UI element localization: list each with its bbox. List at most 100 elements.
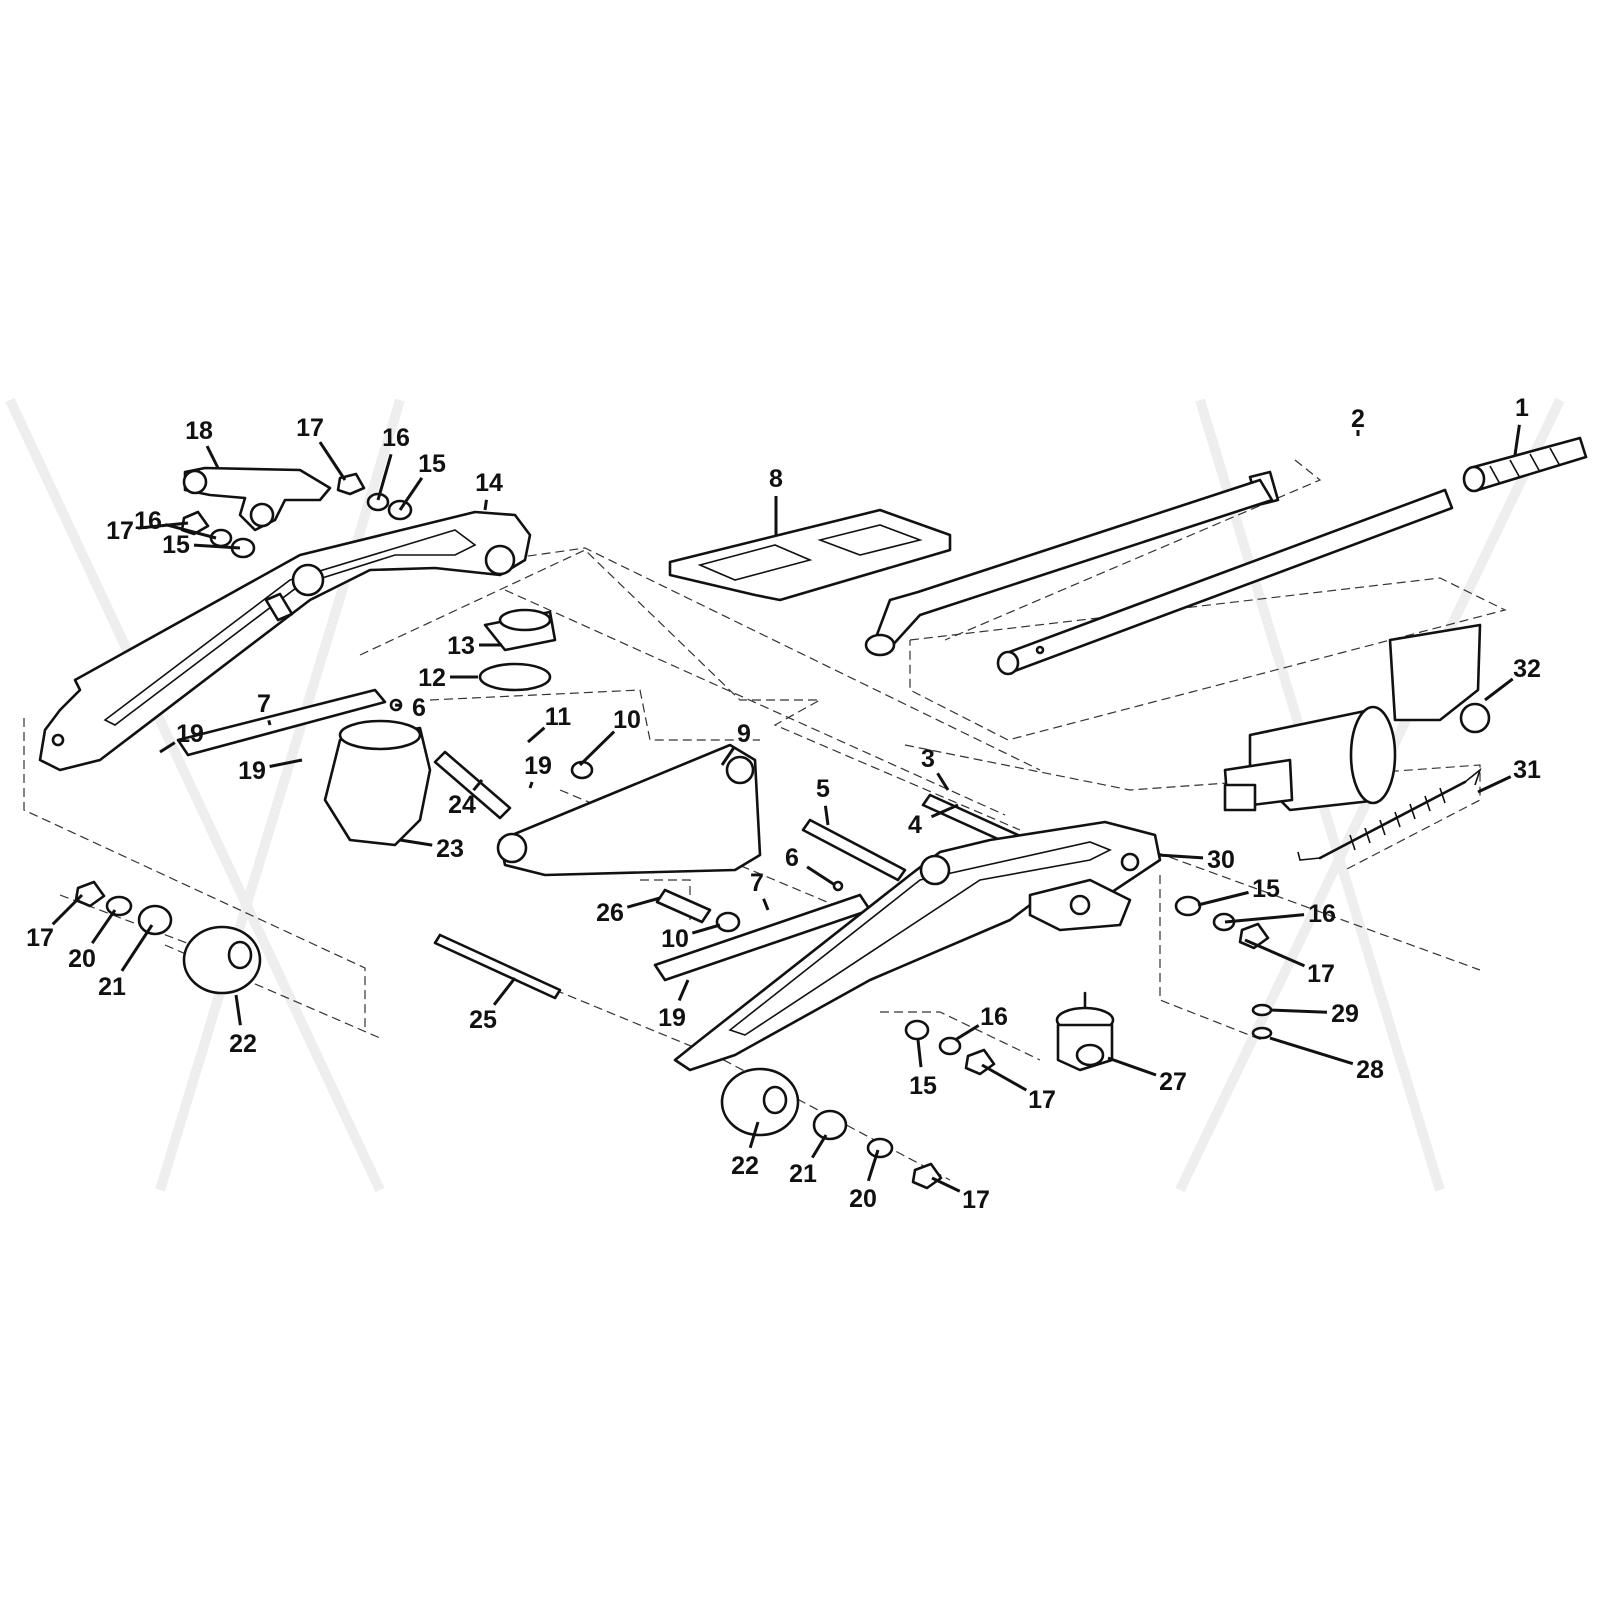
callout-lbl-6b: 6 xyxy=(785,844,836,887)
callout-lbl-16b: 16 xyxy=(134,507,217,540)
background-lines xyxy=(5,397,1565,1193)
callout-lbl-22b: 22 xyxy=(731,1121,760,1180)
part-number-label: 18 xyxy=(185,417,213,445)
part-callouts: 1234566778910101112131415151515161616161… xyxy=(26,394,1541,1214)
part-number-label: 17 xyxy=(106,517,134,545)
callout-lbl-30: 30 xyxy=(1157,846,1235,874)
part-number-label: 16 xyxy=(134,507,162,535)
part-number-label: 26 xyxy=(596,899,624,927)
callout-lbl-27: 27 xyxy=(1107,1056,1187,1096)
leader-line xyxy=(578,730,616,767)
part-number-label: 29 xyxy=(1331,1000,1359,1028)
return-spring-part xyxy=(1297,767,1482,861)
callout-lbl-26: 26 xyxy=(596,896,661,927)
callout-lbl-5: 5 xyxy=(816,775,830,826)
callout-lbl-21b: 21 xyxy=(789,1134,828,1188)
part-number-label: 11 xyxy=(545,703,572,731)
part-number-label: 2 xyxy=(1351,405,1365,433)
leader-line xyxy=(492,977,517,1006)
callout-lbl-7a: 7 xyxy=(257,690,272,726)
leader-line xyxy=(394,703,402,708)
part-number-label: 16 xyxy=(980,1003,1008,1031)
leader-line xyxy=(981,1063,1028,1092)
left-lift-arm-part xyxy=(38,510,532,772)
part-number-label: 22 xyxy=(731,1152,759,1180)
leader-line xyxy=(120,924,154,972)
callout-lbl-15c: 15 xyxy=(1197,875,1280,907)
leader-line xyxy=(1224,913,1305,924)
part-number-label: 31 xyxy=(1513,756,1541,784)
callout-lbl-2: 2 xyxy=(1351,405,1365,436)
part-number-label: 19 xyxy=(658,1004,686,1032)
part-number-label: 16 xyxy=(382,424,410,452)
leader-line xyxy=(193,543,241,550)
callout-lbl-28: 28 xyxy=(1269,1036,1384,1084)
callout-lbl-19a: 19 xyxy=(159,720,204,754)
part-number-label: 17 xyxy=(1028,1086,1056,1114)
leader-line xyxy=(823,805,830,826)
callout-lbl-17d: 17 xyxy=(981,1063,1056,1114)
callout-lbl-20a: 20 xyxy=(68,909,117,973)
callout-lbl-29: 29 xyxy=(1269,1000,1359,1028)
leader-line xyxy=(483,499,488,511)
leader-line xyxy=(399,838,433,847)
saddle-plate-part xyxy=(668,508,952,602)
leader-line xyxy=(677,979,690,1002)
callout-lbl-9: 9 xyxy=(720,720,751,766)
callout-lbl-19c: 19 xyxy=(524,752,552,789)
part-number-label: 32 xyxy=(1513,655,1541,683)
part-number-label: 30 xyxy=(1207,846,1235,874)
callout-lbl-4: 4 xyxy=(908,803,959,839)
callout-lbl-1: 1 xyxy=(1513,394,1529,456)
part-number-label: 15 xyxy=(162,531,190,559)
part-number-label: 24 xyxy=(448,791,476,819)
callout-lbl-25: 25 xyxy=(469,977,517,1034)
leader-line xyxy=(930,803,959,819)
callout-lbl-14: 14 xyxy=(475,469,503,511)
callout-lbl-12: 12 xyxy=(418,664,478,692)
leader-line xyxy=(90,909,117,945)
leader-line xyxy=(626,896,661,909)
part-number-label: 15 xyxy=(418,450,446,478)
part-number-label: 15 xyxy=(1252,875,1280,903)
part-number-label: 25 xyxy=(469,1006,497,1034)
saddle-and-pins-parts xyxy=(323,608,1042,1000)
leader-line xyxy=(205,445,220,469)
part-number-label: 27 xyxy=(1159,1068,1187,1096)
callout-lbl-13: 13 xyxy=(447,632,502,660)
part-number-label: 12 xyxy=(418,664,446,692)
leader-line xyxy=(1269,1036,1354,1066)
handle-grip-part xyxy=(1462,436,1588,493)
leader-line xyxy=(159,741,176,754)
leader-line xyxy=(720,746,736,766)
callout-lbl-19b: 19 xyxy=(238,757,303,785)
leader-line xyxy=(748,1121,760,1149)
part-number-label: 7 xyxy=(257,690,271,718)
leader-line xyxy=(267,719,272,726)
callout-lbl-23: 23 xyxy=(399,835,464,863)
callout-lbl-17b: 17 xyxy=(106,517,189,545)
part-number-label: 5 xyxy=(816,775,830,803)
leader-line xyxy=(376,453,393,501)
part-number-label: 8 xyxy=(769,465,783,493)
part-number-label: 19 xyxy=(176,720,204,748)
part-number-label: 17 xyxy=(296,414,324,442)
leader-line xyxy=(806,865,836,887)
callout-lbl-10a: 10 xyxy=(578,706,641,767)
handle-tube-parts xyxy=(864,470,1454,676)
leader-line xyxy=(866,1149,880,1182)
part-number-label: 28 xyxy=(1356,1056,1384,1084)
leader-line xyxy=(527,726,546,744)
leader-line xyxy=(954,1024,980,1042)
leader-line xyxy=(1107,1056,1157,1077)
callout-lbl-17f: 17 xyxy=(1244,938,1335,988)
callout-lbl-15b: 15 xyxy=(162,531,241,559)
part-number-label: 21 xyxy=(789,1160,817,1188)
leader-line xyxy=(51,893,84,926)
leader-line xyxy=(936,772,950,791)
center-block-part xyxy=(496,743,762,877)
caster-part xyxy=(1055,991,1115,1072)
leader-line xyxy=(269,758,303,768)
callout-lbl-7b: 7 xyxy=(750,869,770,911)
